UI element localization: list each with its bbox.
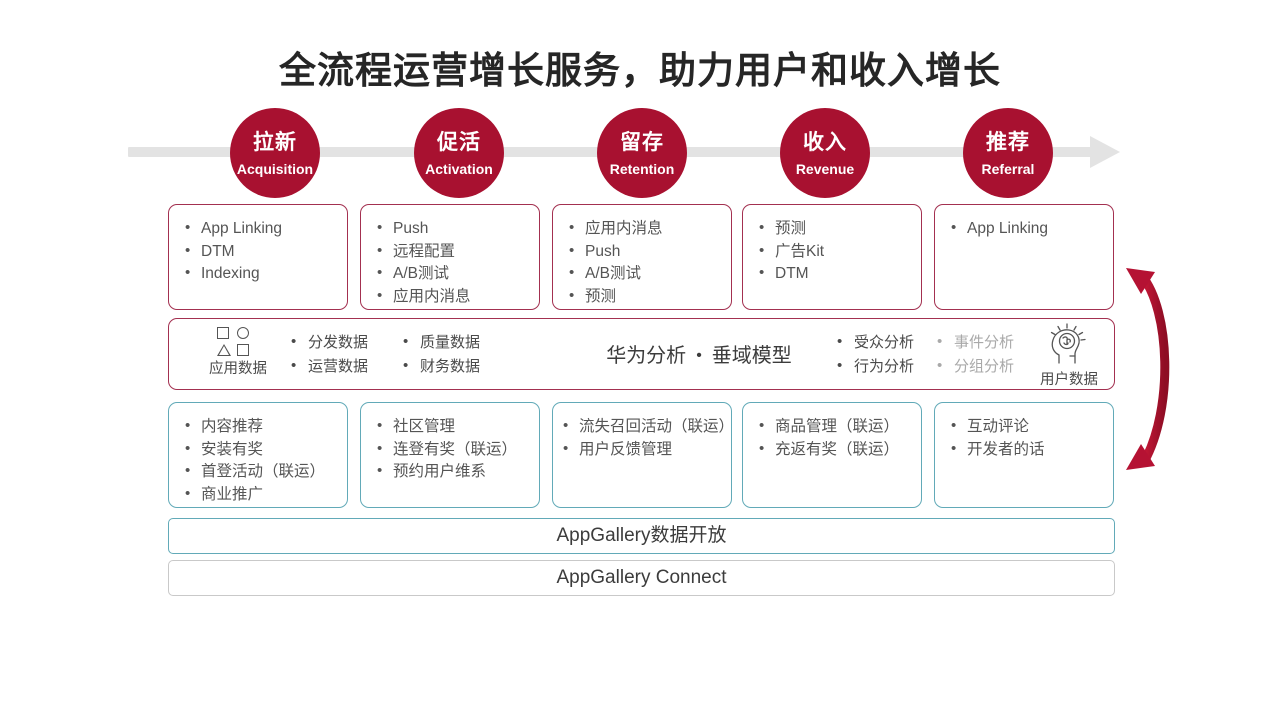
stage-label-cn: 推荐 (986, 131, 1030, 154)
stage-label-cn: 拉新 (253, 131, 297, 154)
list-item: 安装有奖 (185, 438, 347, 462)
analytics-main-text: 华为分析 (606, 345, 687, 367)
list-item: DTM (759, 262, 921, 286)
list-item: 内容推荐 (185, 415, 347, 439)
list-item: A/B测试 (377, 262, 539, 286)
band-column-event: 事件分析分组分析 (937, 330, 1014, 379)
ops-list: 内容推荐安装有奖首登活动（联运）商业推广 (169, 403, 347, 506)
list-item: 事件分析 (937, 330, 1014, 355)
kit-card-referral[interactable]: App Linking (934, 204, 1114, 310)
list-item: 预测 (759, 217, 921, 241)
list-item: Indexing (185, 262, 347, 286)
user-data-label: 用户数据 (1040, 372, 1098, 388)
list-item: 商品管理（联运） (759, 415, 921, 439)
stage-label-en: Revenue (795, 161, 855, 177)
band-column-quality: 质量数据财务数据 (403, 330, 480, 379)
stage-label-cn: 收入 (803, 131, 847, 154)
list-item: 受众分析 (837, 330, 914, 355)
list-item: 质量数据 (403, 330, 480, 355)
ops-list: 流失召回活动（联运）用户反馈管理 (553, 403, 734, 462)
list-item: DTM (185, 240, 347, 264)
kit-list: App LinkingDTMIndexing (169, 205, 347, 286)
kit-list: 应用内消息PushA/B测试预测 (553, 205, 731, 308)
kit-list: 预测广告KitDTM (743, 205, 921, 286)
stage-circle-activation[interactable]: 促活 Activation (414, 108, 504, 198)
user-data-icon-group: 用户数据 (1029, 323, 1109, 388)
square-icon (217, 327, 229, 339)
list-item: App Linking (951, 217, 1113, 241)
kit-card-activation[interactable]: Push远程配置A/B测试应用内消息 (360, 204, 540, 310)
kit-card-revenue[interactable]: 预测广告KitDTM (742, 204, 922, 310)
stage-circle-revenue[interactable]: 收入 Revenue (780, 108, 870, 198)
ops-list: 互动评论开发者的话 (935, 403, 1113, 461)
stage-label-en: Retention (609, 161, 675, 177)
app-data-icon-group: 应用数据 (195, 327, 281, 377)
analytics-sub-text: 垂域模型 (711, 345, 792, 367)
list-item: Push (377, 217, 539, 241)
list-item: 财务数据 (403, 354, 480, 379)
list-item: A/B测试 (569, 262, 731, 286)
list-item: 首登活动（联运） (185, 460, 347, 484)
analytics-band[interactable]: 应用数据 分发数据运营数据 质量数据财务数据 华为分析 • 垂域模型 受众分析行为分… (168, 318, 1115, 390)
list-item: App Linking (185, 217, 347, 241)
list-item: 用户反馈管理 (563, 438, 731, 462)
stage-circle-referral[interactable]: 推荐 Referral (963, 108, 1053, 198)
kit-card-acquisition[interactable]: App LinkingDTMIndexing (168, 204, 348, 310)
list-item: 行为分析 (837, 354, 914, 379)
list-item: 预约用户维系 (377, 460, 539, 484)
stage-circle-acquisition[interactable]: 拉新 Acquisition (230, 108, 320, 198)
appgallery-connect-bar[interactable]: AppGallery Connect (168, 560, 1115, 596)
list-item: Push (569, 240, 731, 264)
kit-list: Push远程配置A/B测试应用内消息 (361, 205, 539, 308)
ops-card-revenue[interactable]: 商品管理（联运）充返有奖（联运） (742, 402, 922, 508)
ops-card-referral[interactable]: 互动评论开发者的话 (934, 402, 1114, 508)
ops-list: 商品管理（联运）充返有奖（联运） (743, 403, 921, 461)
huawei-analytics-label: 华为分析 • 垂域模型 (549, 339, 849, 368)
cycle-double-arrow-icon (1126, 268, 1170, 470)
list-item: 互动评论 (951, 415, 1113, 439)
list-item: 连登有奖（联运） (377, 438, 539, 462)
shapes-data-icon (215, 327, 261, 359)
list-item: 分发数据 (291, 330, 368, 355)
list-item: 充返有奖（联运） (759, 438, 921, 462)
list-item: 远程配置 (377, 240, 539, 264)
list-item: 开发者的话 (951, 438, 1113, 462)
ops-card-activation[interactable]: 社区管理连登有奖（联运）预约用户维系 (360, 402, 540, 508)
ops-card-acquisition[interactable]: 内容推荐安装有奖首登活动（联运）商业推广 (168, 402, 348, 508)
appgallery-data-open-bar[interactable]: AppGallery数据开放 (168, 518, 1115, 554)
square-icon (237, 344, 249, 356)
ops-card-retention[interactable]: 流失召回活动（联运）用户反馈管理 (552, 402, 734, 508)
app-data-label: 应用数据 (209, 361, 267, 377)
band-column-audience: 受众分析行为分析 (837, 330, 914, 379)
page-title: 全流程运营增长服务，助力用户和收入增长 (279, 50, 1001, 91)
list-item: 预测 (569, 285, 731, 309)
list-item: 运营数据 (291, 354, 368, 379)
list-item: 应用内消息 (569, 217, 731, 241)
band-column-distribution: 分发数据运营数据 (291, 330, 368, 379)
circle-icon (237, 327, 249, 339)
stage-label-en: Activation (425, 161, 493, 177)
list-item: 分组分析 (937, 354, 1014, 379)
kit-card-retention[interactable]: 应用内消息PushA/B测试预测 (552, 204, 732, 310)
list-item: 广告Kit (759, 240, 921, 264)
triangle-icon (217, 344, 231, 356)
stage-label-cn: 留存 (620, 131, 664, 154)
list-item: 应用内消息 (377, 285, 539, 309)
ops-list: 社区管理连登有奖（联运）预约用户维系 (361, 403, 539, 484)
separator-dot: • (696, 347, 702, 364)
stage-circle-retention[interactable]: 留存 Retention (597, 108, 687, 198)
list-item: 流失召回活动（联运） (563, 415, 734, 439)
list-item: 商业推广 (185, 483, 347, 507)
brain-head-icon (1050, 323, 1086, 364)
stage-label-en: Acquisition (236, 161, 314, 177)
kit-list: App Linking (935, 205, 1113, 241)
stage-label-cn: 促活 (437, 131, 481, 154)
timeline-arrow-icon (1090, 136, 1120, 168)
stage-label-en: Referral (981, 161, 1035, 177)
list-item: 社区管理 (377, 415, 539, 439)
